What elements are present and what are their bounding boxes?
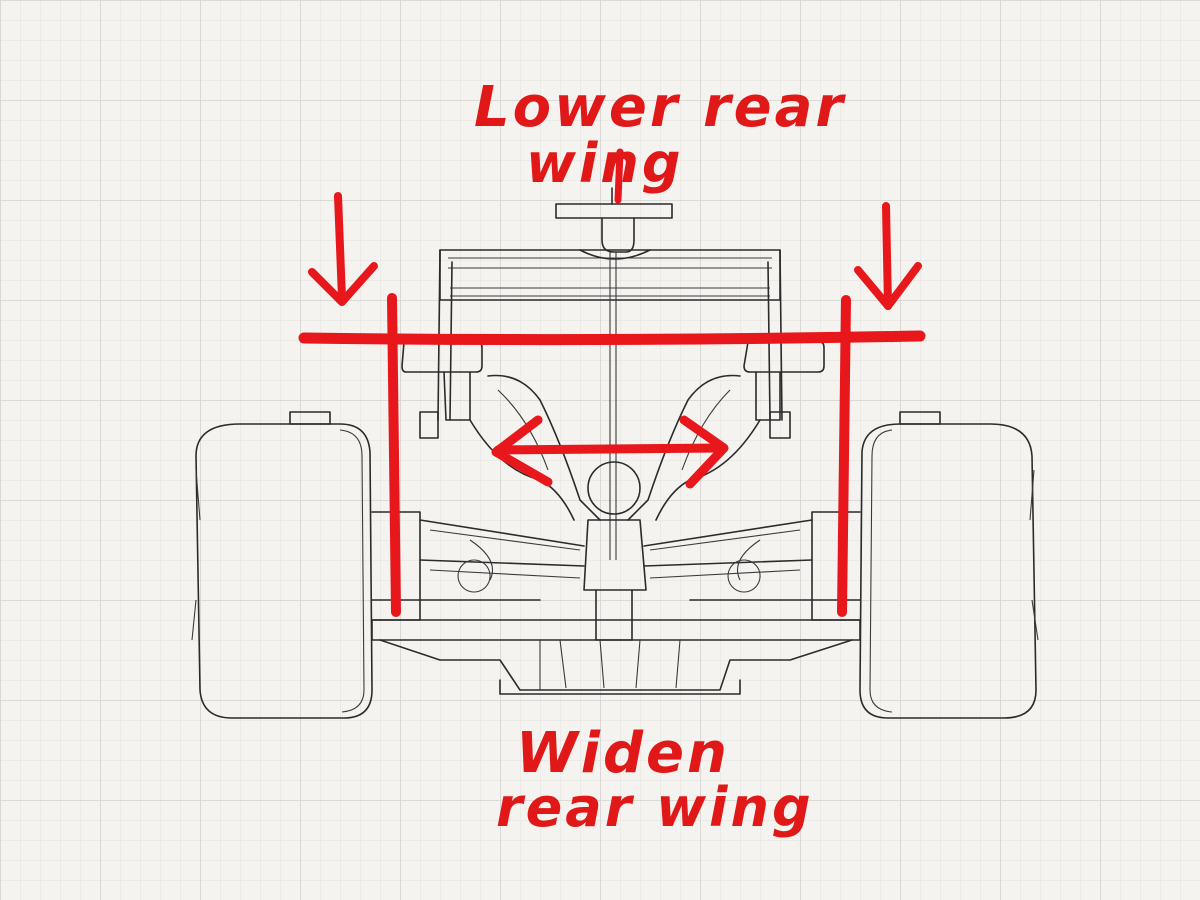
label-widen-rear-wing-line2: rear wing (496, 776, 814, 839)
right-widen-line (837, 295, 851, 617)
right-rear-tyre (859, 423, 1039, 719)
left-widen-line (387, 293, 401, 617)
sidepod-upper-elements (401, 341, 825, 421)
label-widen-rear-wing-line1: Widen (516, 721, 730, 786)
arrow-down-icon (854, 202, 922, 310)
winglets (289, 411, 941, 439)
double-arrow-horizontal-icon (491, 415, 729, 489)
suspension-and-floor (371, 511, 861, 695)
label-lower-rear-wing-line2: wing (526, 132, 684, 195)
red-annotations: Lower rear wing Widen rear wing (298, 75, 926, 839)
arrow-down-icon (308, 192, 378, 306)
left-rear-tyre (191, 423, 373, 719)
label-lower-rear-wing-line1: Lower rear (474, 75, 846, 140)
label-pointer-line (614, 148, 624, 204)
